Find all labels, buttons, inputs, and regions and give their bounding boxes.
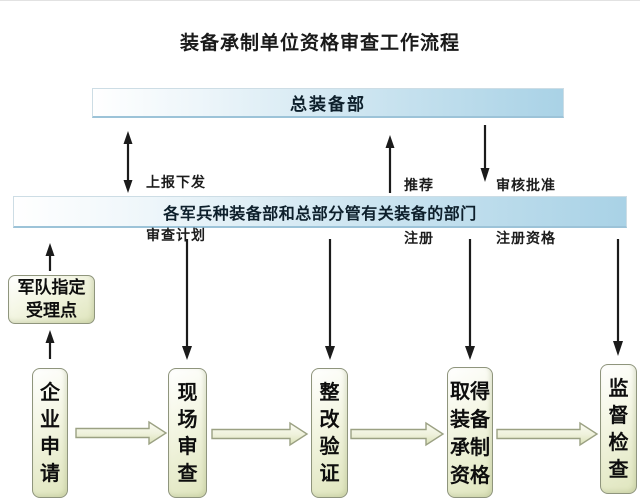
up-arrow-recommend	[385, 135, 395, 193]
edge-label-report-plan: 上报下发 审查计划	[146, 175, 206, 244]
box-acceptance-point: 军队指定受理点	[8, 275, 95, 324]
box-label: 现场审查	[177, 380, 198, 485]
page-title: 装备承制单位资格审查工作流程	[179, 32, 460, 54]
bar-service-equipment-depts: 各军兵种装备部和总部分管有关装备的部门	[13, 196, 627, 228]
box-label: 企业申请	[40, 380, 60, 485]
box-label: 军队指定受理点	[17, 277, 86, 321]
down-arrow-approve	[480, 125, 490, 182]
bar-label: 总装备部	[290, 95, 366, 115]
box-step-enterprise-application: 企业申请	[32, 368, 68, 498]
box-label: 取得装备承制资格	[450, 378, 490, 487]
edge-label-approve: 审核批准 注册资格	[496, 178, 556, 247]
bar-general-armament-dept: 总装备部	[92, 88, 564, 118]
bar-label: 各军兵种装备部和总部分管有关装备的部门	[163, 203, 477, 223]
edge-label-recommend: 推荐 注册	[404, 178, 434, 247]
up-arrow-application	[45, 330, 55, 359]
flow-arrow-1	[75, 420, 168, 446]
down-arrow-step-4	[465, 239, 475, 360]
box-label: 监督检查	[608, 376, 629, 481]
flow-arrow-4	[496, 421, 599, 447]
double-arrow-report-plan	[123, 131, 133, 193]
up-arrow-acceptance	[45, 243, 55, 271]
box-label: 整改验证	[319, 380, 340, 485]
box-step-onsite-review: 现场审查	[168, 368, 207, 498]
box-step-obtain-qualification: 取得装备承制资格	[447, 367, 493, 498]
flow-arrow-3	[350, 421, 445, 447]
box-step-supervision-inspection: 监督检查	[600, 364, 637, 494]
down-arrow-step-3	[325, 239, 335, 360]
box-step-rectification-verification: 整改验证	[311, 368, 348, 498]
flow-arrow-2	[211, 421, 309, 447]
down-arrow-step-5	[613, 239, 623, 356]
